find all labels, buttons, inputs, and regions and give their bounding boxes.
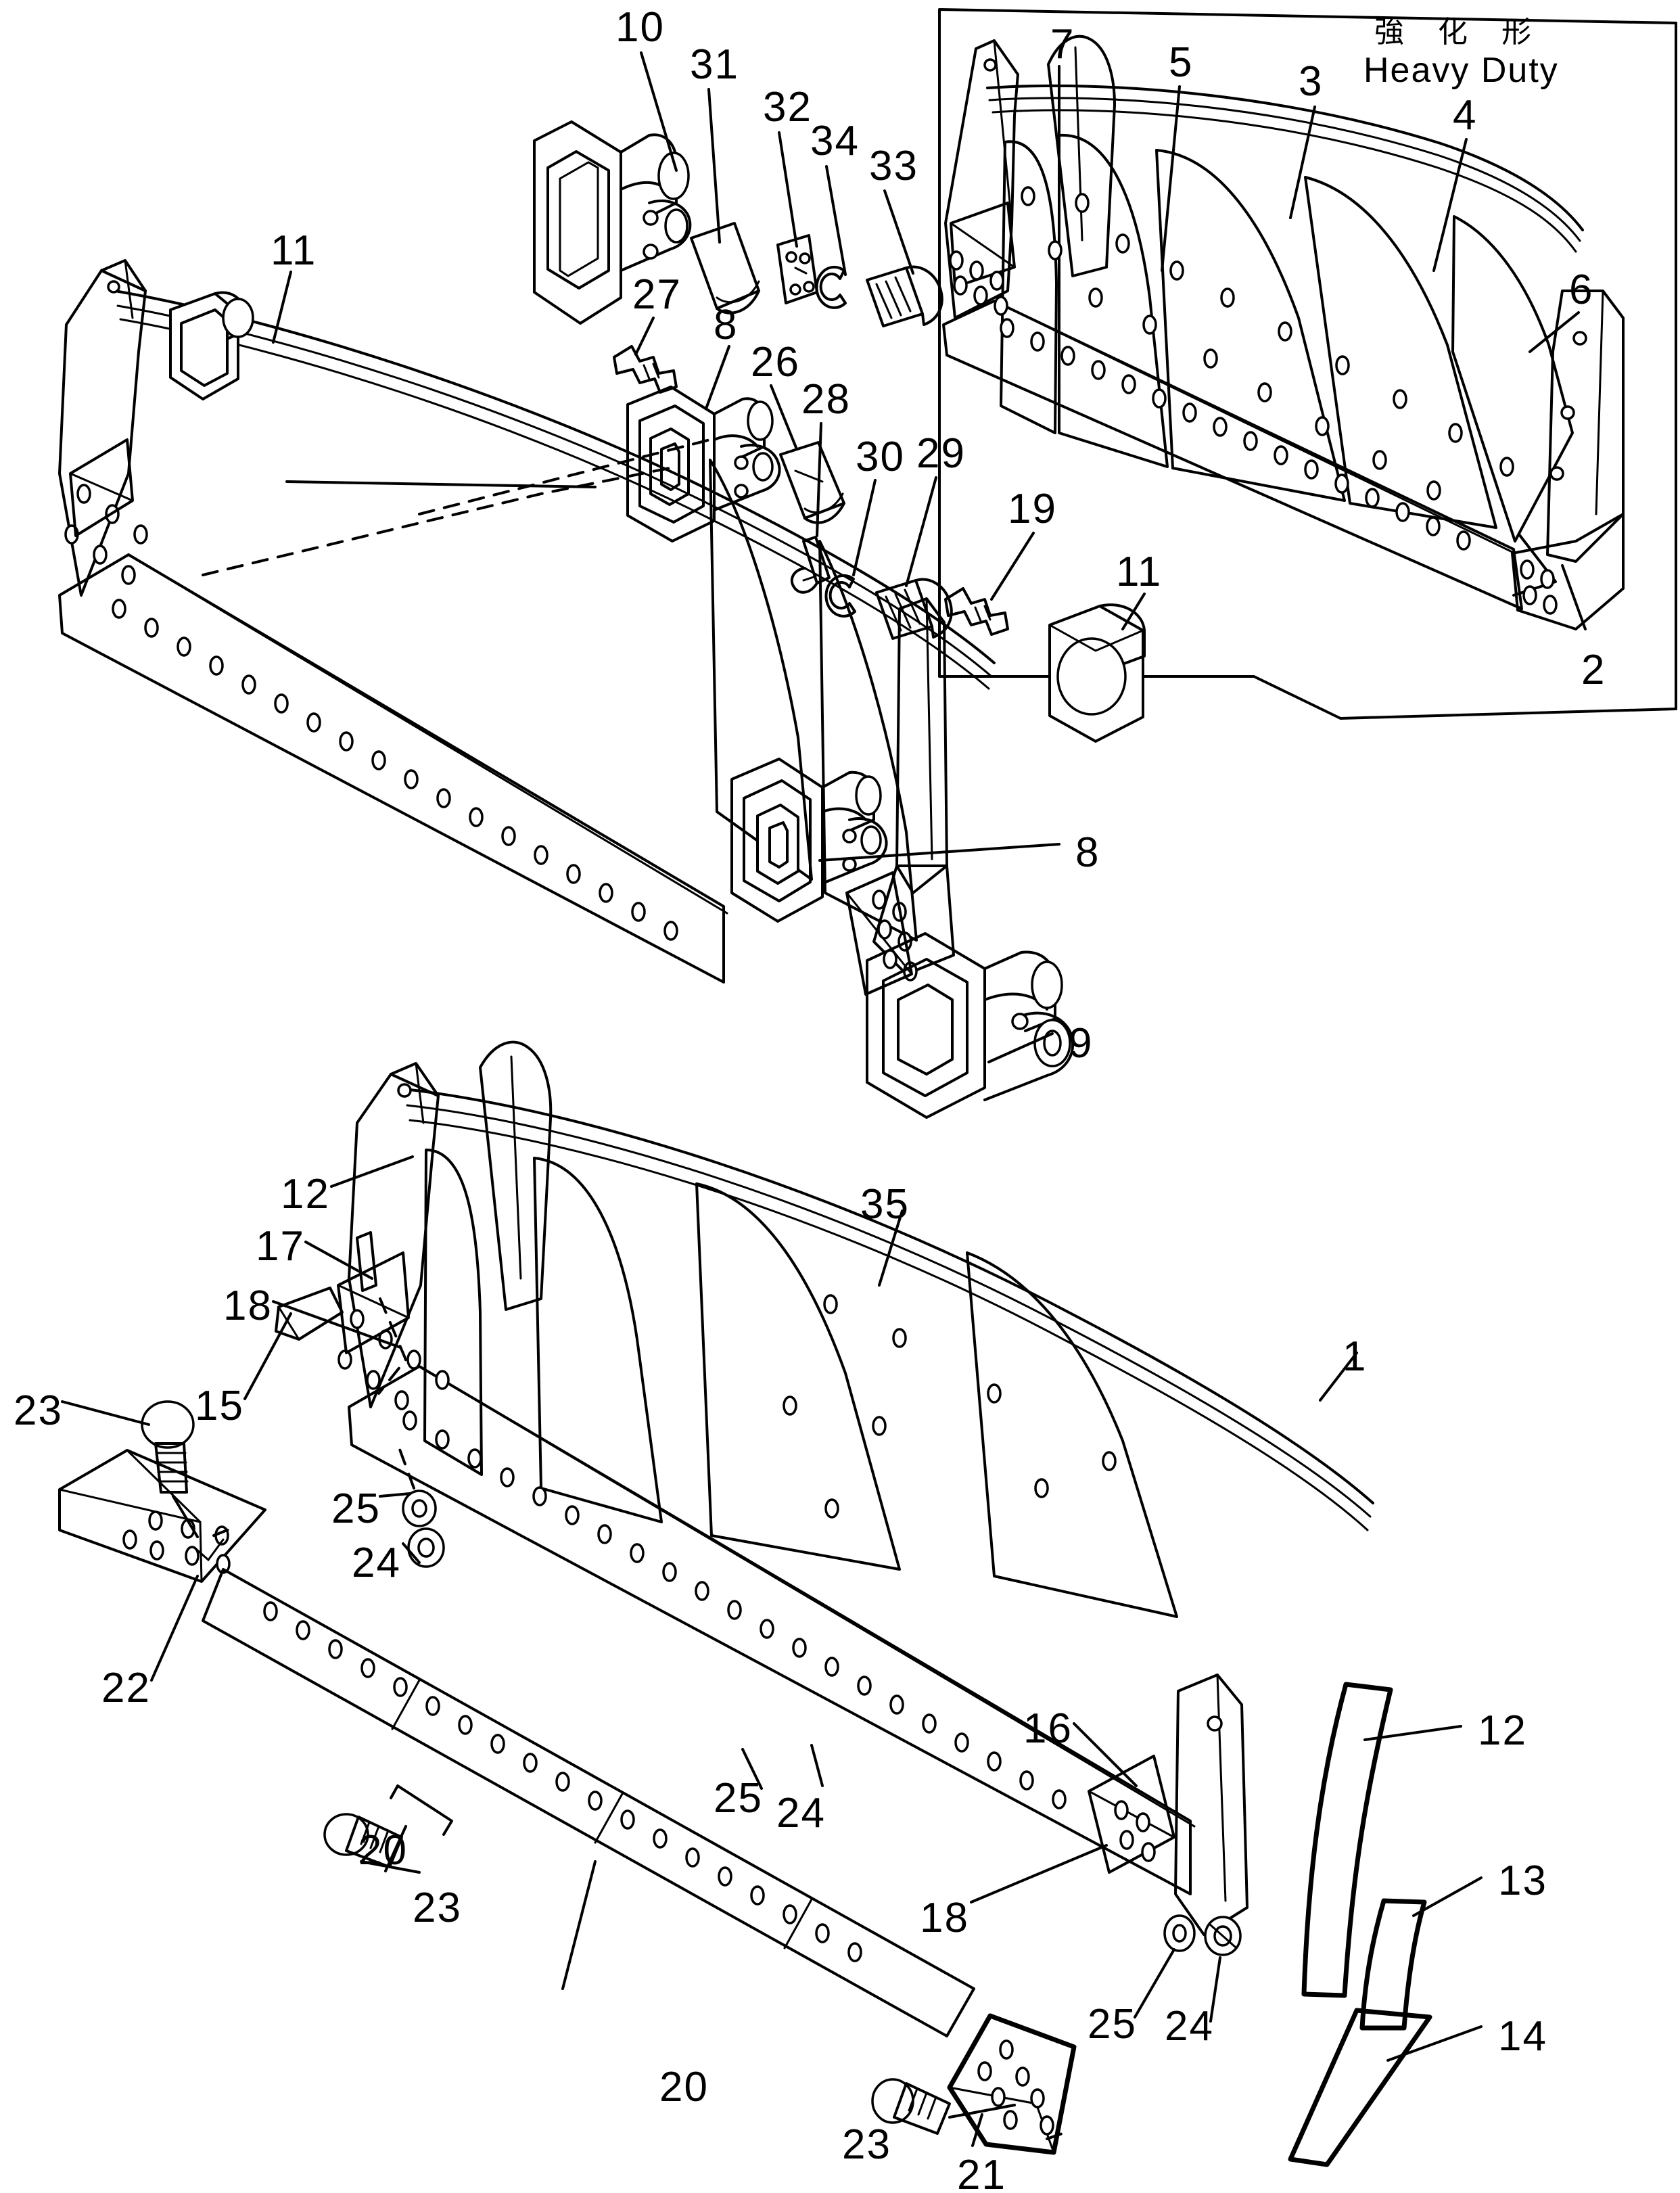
part-28-pin-small bbox=[790, 536, 831, 594]
callout-13: 13 bbox=[1498, 1857, 1547, 1904]
callout-4: 4 bbox=[1453, 92, 1478, 139]
callout-24b: 24 bbox=[776, 1790, 826, 1837]
callout-22: 22 bbox=[101, 1665, 151, 1711]
callout-24c: 24 bbox=[1165, 2003, 1214, 2050]
callout-25c: 25 bbox=[1088, 2001, 1137, 2048]
callout-3: 3 bbox=[1299, 58, 1324, 105]
callout-12b: 12 bbox=[1478, 1707, 1527, 1754]
part-27-grease-fitting bbox=[613, 345, 678, 394]
main-upper-blade-assembly bbox=[58, 259, 1146, 1119]
part-24-nut-right bbox=[1204, 1916, 1242, 1956]
part-33-bolt bbox=[866, 265, 943, 327]
part-23-bolt-left bbox=[141, 1400, 195, 1494]
callout-33: 33 bbox=[869, 143, 918, 189]
callout-14: 14 bbox=[1498, 2013, 1547, 2060]
upper-bracket-assembly bbox=[533, 120, 943, 327]
callout-16: 16 bbox=[1023, 1705, 1073, 1752]
side-cutter-parts bbox=[1288, 1682, 1432, 2167]
part-23-bolt-bottom bbox=[871, 2078, 951, 2135]
callout-6: 6 bbox=[1569, 267, 1594, 313]
inset-label-english: Heavy Duty bbox=[1363, 51, 1559, 90]
wear-plate-20-segments bbox=[202, 1568, 975, 2037]
callout-2: 2 bbox=[1581, 647, 1606, 693]
callout-9: 9 bbox=[1069, 1020, 1094, 1067]
callout-20a: 20 bbox=[358, 1827, 408, 1874]
part-31-pin bbox=[690, 222, 760, 315]
callout-26: 26 bbox=[751, 339, 800, 386]
heavy-duty-blade-assembly bbox=[942, 34, 1625, 630]
callout-20b: 20 bbox=[659, 2064, 709, 2110]
callout-8b: 8 bbox=[1075, 829, 1100, 876]
callout-28: 28 bbox=[801, 376, 851, 423]
callout-32: 32 bbox=[763, 84, 812, 131]
callout-21: 21 bbox=[957, 2152, 1006, 2193]
callout-10: 10 bbox=[615, 4, 665, 51]
callout-12a: 12 bbox=[281, 1171, 330, 1218]
callout-19: 19 bbox=[1008, 486, 1057, 532]
part-34-snap-ring bbox=[815, 265, 847, 309]
callout-15: 15 bbox=[195, 1383, 244, 1429]
callout-29: 29 bbox=[916, 430, 966, 477]
callout-23b: 23 bbox=[413, 1885, 462, 1931]
part-23-bolt-mid bbox=[323, 1813, 403, 1868]
callout-25b: 25 bbox=[714, 1775, 763, 1822]
part-25-washer-left bbox=[402, 1490, 437, 1527]
callout-34: 34 bbox=[810, 118, 860, 164]
callout-27: 27 bbox=[632, 271, 682, 318]
wear-plate-22 bbox=[58, 1449, 266, 1583]
callout-23c: 23 bbox=[842, 2121, 891, 2168]
callout-24a: 24 bbox=[352, 1540, 401, 1586]
part-11-right-bracket bbox=[1048, 603, 1146, 743]
callout-11a: 11 bbox=[271, 227, 317, 274]
callout-17: 17 bbox=[256, 1223, 305, 1270]
heavy-duty-inset-box bbox=[938, 8, 1677, 720]
callout-25a: 25 bbox=[331, 1485, 381, 1532]
callout-35: 35 bbox=[860, 1181, 910, 1228]
callout-8a: 8 bbox=[714, 302, 739, 348]
callout-18a: 18 bbox=[223, 1283, 273, 1329]
callout-leader-lines bbox=[61, 51, 1587, 2062]
callout-23a: 23 bbox=[14, 1387, 63, 1434]
callout-7: 7 bbox=[1050, 21, 1075, 68]
callout-11b: 11 bbox=[1116, 549, 1163, 595]
callout-31: 31 bbox=[690, 41, 739, 88]
wear-plate-21 bbox=[947, 2013, 1077, 2155]
part-25-washer-right bbox=[1163, 1914, 1196, 1952]
part-19-grease-fitting bbox=[944, 587, 1009, 636]
callout-1: 1 bbox=[1343, 1333, 1368, 1380]
part-8-lower-bracket bbox=[730, 758, 888, 923]
callout-30: 30 bbox=[856, 434, 905, 480]
callout-5: 5 bbox=[1169, 39, 1194, 86]
part-9-clevis bbox=[866, 932, 1075, 1119]
inset-label-japanese: 強 化 形 bbox=[1374, 15, 1543, 49]
callout-18b: 18 bbox=[920, 1895, 969, 1941]
main-lower-blade-assembly bbox=[275, 1040, 1374, 1956]
part-24-nut-left bbox=[407, 1527, 445, 1568]
